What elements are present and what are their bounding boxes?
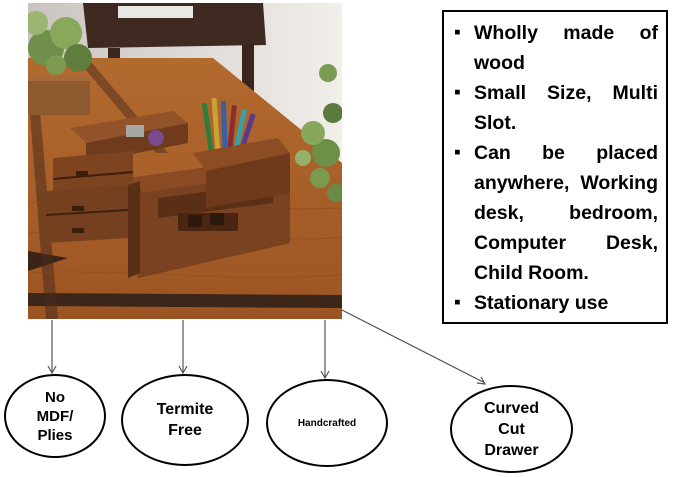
bullet-icon: ▪ — [454, 22, 461, 43]
desk-organizer — [45, 97, 290, 278]
bullet-icon: ▪ — [454, 142, 461, 163]
bubble-handcrafted: Handcrafted — [266, 379, 388, 467]
feature-item: ▪Stationary use — [452, 288, 658, 318]
feature-item: ▪Can be placed anywhere, Working desk, b… — [452, 138, 658, 288]
product-photo — [28, 3, 342, 319]
bullet-icon: ▪ — [454, 82, 461, 103]
bubble-curved-cut-drawer: Curved Cut Drawer — [450, 385, 573, 473]
bullet-icon: ▪ — [454, 292, 461, 313]
left-plant — [28, 11, 92, 115]
bubble-termite-free: Termite Free — [121, 374, 249, 466]
feature-box: ▪Wholly made of wood ▪Small Size, Multi … — [442, 10, 668, 324]
feature-item: ▪Wholly made of wood — [452, 18, 658, 78]
feature-item: ▪Small Size, Multi Slot. — [452, 78, 658, 138]
bubble-no-mdf: No MDF/ Plies — [4, 374, 106, 458]
right-plant — [295, 64, 342, 202]
feature-list: ▪Wholly made of wood ▪Small Size, Multi … — [452, 18, 658, 318]
